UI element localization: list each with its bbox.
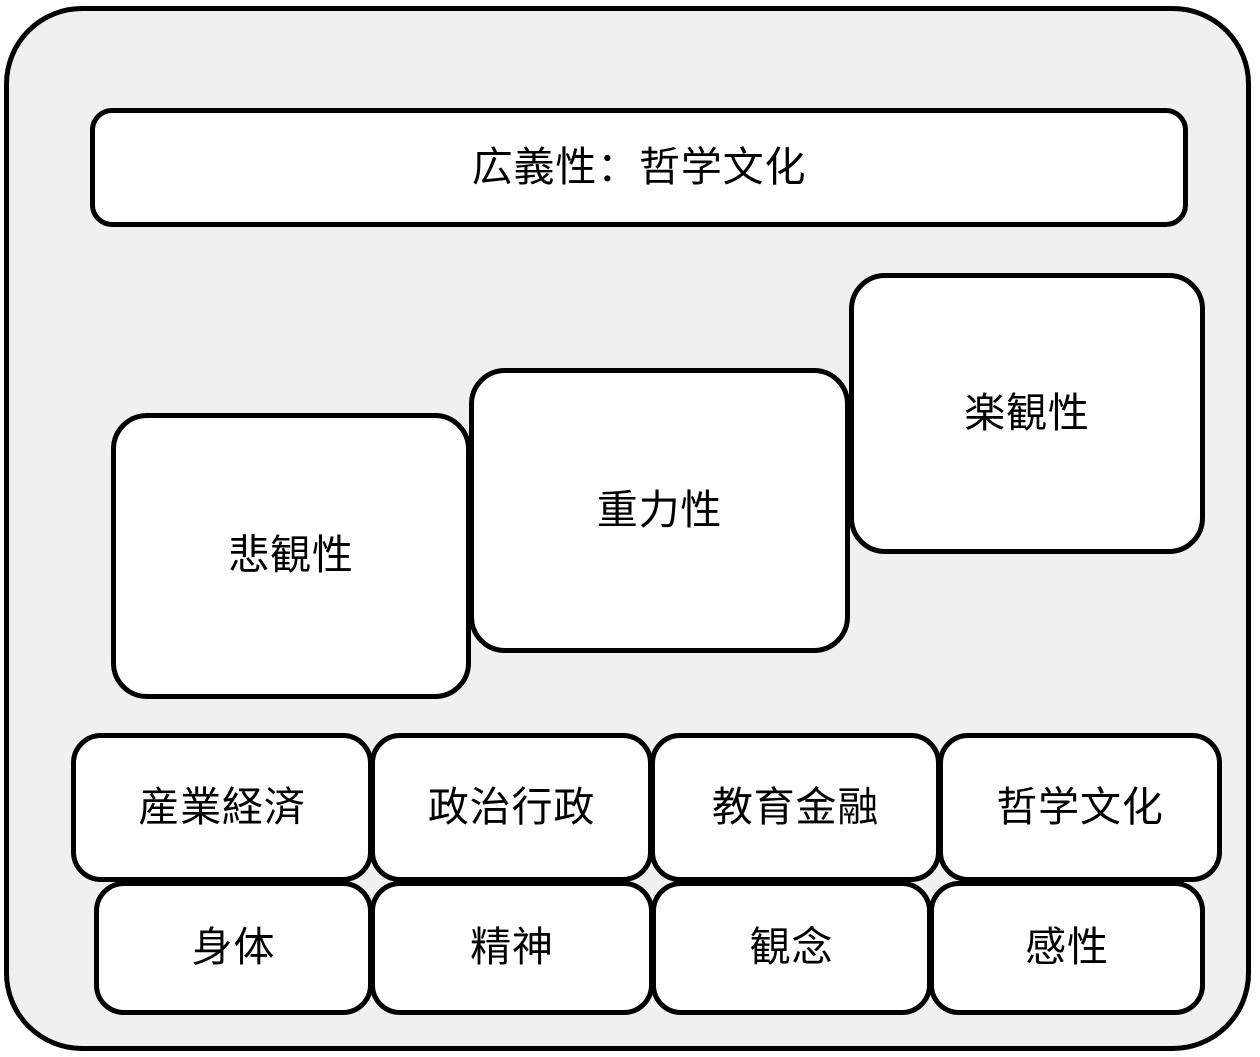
faculty-box-spirit-label: 精神 bbox=[470, 923, 554, 972]
faculty-box-body-label: 身体 bbox=[191, 923, 276, 972]
domain-box-philosophy-culture-label: 哲学文化 bbox=[996, 782, 1164, 831]
faculty-box-sensibility[interactable]: 感性 bbox=[929, 881, 1205, 1015]
faculty-box-sensibility-label: 感性 bbox=[1025, 923, 1109, 972]
domain-box-education-finance-label: 教育金融 bbox=[711, 782, 880, 831]
domain-box-industry-economy-label: 産業経済 bbox=[138, 782, 306, 831]
domain-box-education-finance[interactable]: 教育金融 bbox=[650, 733, 941, 882]
domain-box-politics-administration-label: 政治行政 bbox=[427, 782, 596, 831]
tier-box-optimism-label: 楽観性 bbox=[964, 388, 1090, 437]
faculty-box-body[interactable]: 身体 bbox=[94, 881, 373, 1015]
domain-box-industry-economy[interactable]: 産業経済 bbox=[71, 733, 373, 882]
faculty-box-spirit[interactable]: 精神 bbox=[370, 881, 654, 1015]
tier-box-gravity-label: 重力性 bbox=[596, 485, 723, 534]
header-box-broad-sense-philosophy-culture[interactable]: 広義性：哲学文化 bbox=[90, 108, 1188, 227]
header-box-label: 広義性：哲学文化 bbox=[471, 142, 807, 191]
tier-box-pessimism-label: 悲観性 bbox=[228, 531, 354, 580]
domain-box-philosophy-culture[interactable]: 哲学文化 bbox=[938, 733, 1222, 882]
faculty-box-idea-label: 観念 bbox=[749, 923, 834, 972]
outer-container: 広義性：哲学文化 悲観性 重力性 楽観性 産業経済 政治行政 教育金融 哲学文化 bbox=[4, 6, 1251, 1051]
tier-box-pessimism[interactable]: 悲観性 bbox=[111, 413, 471, 699]
faculty-box-idea[interactable]: 観念 bbox=[651, 881, 932, 1015]
tier-box-optimism[interactable]: 楽観性 bbox=[849, 273, 1205, 554]
tier-box-gravity[interactable]: 重力性 bbox=[469, 368, 850, 653]
domain-box-politics-administration[interactable]: 政治行政 bbox=[370, 733, 653, 882]
